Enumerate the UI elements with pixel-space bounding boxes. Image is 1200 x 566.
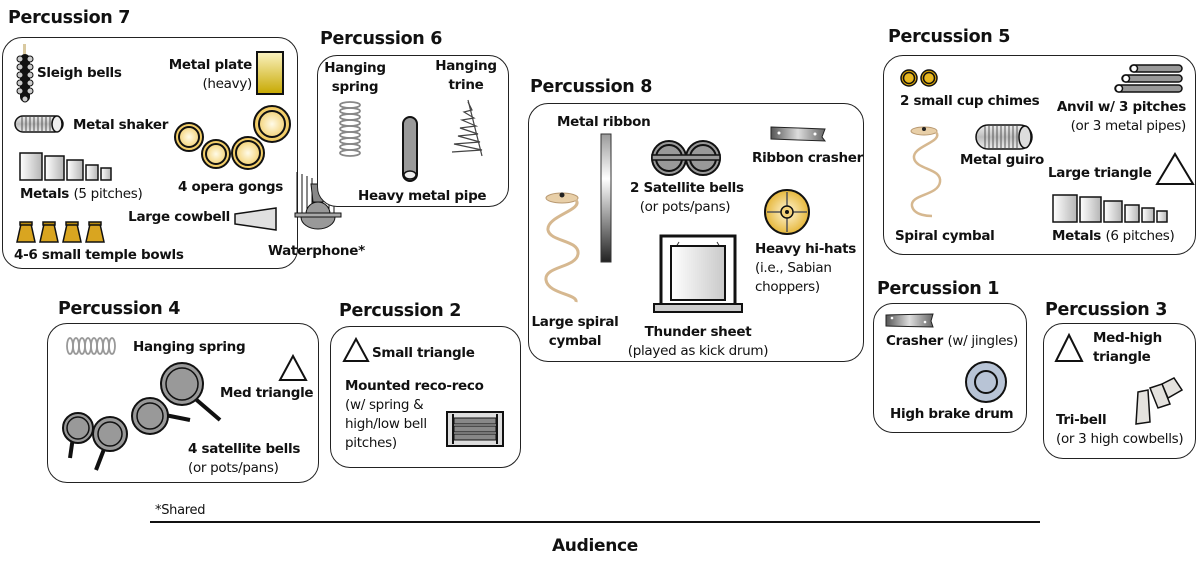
footnote-shared: *Shared: [155, 503, 206, 518]
crasher-icon: [885, 313, 934, 328]
spiral-cymbal-icon: [910, 126, 942, 218]
label-thunder-sheet: Thunder sheet: [644, 324, 752, 340]
label-large-spiral-cymbal-line1: Large spiral: [531, 314, 619, 330]
label-hanging-trine-line1: Hanging: [435, 58, 497, 74]
heavy-hihats-icon: [764, 189, 810, 235]
audience-label: Audience: [551, 536, 639, 556]
label-large-spiral-cymbal-line2: cymbal: [548, 333, 602, 349]
tri-bell-icon: [1135, 377, 1184, 425]
hanging-spring-icon: [339, 101, 361, 157]
label-large-triangle: Large triangle: [1048, 165, 1152, 181]
hanging-trine-icon: [451, 99, 483, 157]
label-metals-p7: Metals (5 pitches): [20, 186, 143, 203]
label-metal-plate: Metal plate: [168, 57, 253, 73]
station-title-percussion-5: Percussion 5: [888, 27, 1011, 47]
large-triangle-icon: [1155, 152, 1195, 185]
large-spiral-cymbal-icon: [544, 192, 580, 303]
label-heavy-metal-pipe: Heavy metal pipe: [358, 188, 487, 204]
med-triangle-icon: [278, 353, 308, 381]
label-med-high-triangle-line1: Med-high: [1093, 330, 1162, 346]
stage-edge-line: [150, 521, 1040, 523]
label-anvil: Anvil w/ 3 pitches: [1056, 99, 1186, 115]
metal-plate-icon: [256, 51, 284, 95]
metals-6-pitches-icon: [1052, 194, 1168, 223]
label-cup-chimes: 2 small cup chimes: [900, 93, 1040, 109]
label-satellite-bells-p4-note: (or pots/pans): [188, 460, 279, 476]
reco-reco-icon: [446, 411, 504, 447]
small-triangle-icon: [342, 336, 370, 362]
label-brake-drum: High brake drum: [890, 406, 1014, 422]
label-temple-bowls: 4-6 small temple bowls: [14, 247, 184, 263]
med-high-triangle-icon: [1054, 332, 1084, 362]
anvil-pipes-icon: [1114, 64, 1183, 93]
label-sleigh-bells: Sleigh bells: [37, 65, 122, 81]
label-metal-ribbon: Metal ribbon: [557, 114, 651, 130]
metals-label: Metals: [1052, 228, 1102, 244]
label-hanging-spring-p4: Hanging spring: [133, 339, 246, 355]
station-title-percussion-1: Percussion 1: [877, 279, 1000, 299]
label-tri-bell: Tri-bell: [1056, 412, 1107, 428]
label-heavy-hihats-note-1: (i.e., Sabian: [755, 260, 832, 276]
station-title-percussion-7: Percussion 7: [8, 8, 131, 28]
temple-bowls-icon: [16, 221, 105, 243]
metals-label: Metals: [20, 186, 70, 202]
label-opera-gongs: 4 opera gongs: [178, 179, 284, 195]
cup-chimes-icon: [900, 69, 938, 87]
metal-ribbon-icon: [600, 133, 612, 263]
label-metals-p5: Metals (6 pitches): [1052, 228, 1175, 245]
label-crasher: Crasher (w/ jingles): [886, 333, 1018, 350]
brake-drum-icon: [965, 361, 1007, 403]
large-cowbell-icon: [234, 207, 277, 231]
label-ribbon-crasher: Ribbon crasher: [752, 150, 863, 166]
label-hanging-trine-line2: trine: [448, 77, 484, 93]
label-reco-reco-note-3: pitches): [345, 435, 397, 451]
label-spiral-cymbal: Spiral cymbal: [895, 228, 995, 244]
station-title-percussion-8: Percussion 8: [530, 77, 653, 97]
label-heavy-hihats-note-2: choppers): [755, 279, 820, 295]
label-med-high-triangle-line2: triangle: [1093, 349, 1151, 365]
metals-5-pitches-icon: [19, 152, 112, 181]
label-tri-bell-note: (or 3 high cowbells): [1056, 431, 1184, 447]
label-reco-reco-note-2: high/low bell: [345, 416, 427, 432]
metals-note: (5 pitches): [73, 186, 143, 202]
label-waterphone: Waterphone*: [268, 243, 365, 259]
label-large-cowbell: Large cowbell: [128, 209, 230, 225]
label-heavy-hihats: Heavy hi-hats: [755, 241, 857, 257]
metal-shaker-icon: [14, 115, 64, 133]
metals-note: (6 pitches): [1105, 228, 1175, 244]
satellite-bells-pans-icon: [62, 362, 222, 471]
station-title-percussion-2: Percussion 2: [339, 301, 462, 321]
label-reco-reco: Mounted reco-reco: [345, 378, 484, 394]
label-reco-reco-note-1: (w/ spring &: [345, 397, 424, 413]
label-hanging-spring-line1: Hanging: [324, 60, 386, 76]
label-med-triangle: Med triangle: [220, 385, 314, 401]
label-satellite-bells-p4: 4 satellite bells: [188, 441, 301, 457]
station-title-percussion-4: Percussion 4: [58, 299, 181, 319]
label-metal-plate-note: (heavy): [202, 76, 252, 92]
thunder-sheet-icon: [653, 234, 743, 313]
label-thunder-sheet-note: (played as kick drum): [627, 343, 769, 359]
station-title-percussion-6: Percussion 6: [320, 29, 443, 49]
label-metal-shaker: Metal shaker: [73, 117, 169, 133]
ribbon-crasher-icon: [770, 126, 827, 142]
crasher-label: Crasher: [886, 333, 944, 349]
sleigh-bells-icon: [16, 44, 34, 103]
crasher-note: (w/ jingles): [947, 333, 1018, 349]
satellite-bells-icon: [651, 140, 721, 176]
label-small-triangle: Small triangle: [372, 345, 475, 361]
label-satellite-bells-p8-note: (or pots/pans): [639, 199, 731, 215]
label-anvil-note: (or 3 metal pipes): [1070, 118, 1187, 134]
label-metal-guiro: Metal guiro: [960, 152, 1045, 168]
station-title-percussion-3: Percussion 3: [1045, 300, 1168, 320]
opera-gongs-icon: [174, 105, 291, 170]
metal-guiro-icon: [975, 124, 1033, 150]
label-hanging-spring-line2: spring: [331, 79, 379, 95]
hanging-spring-horizontal-icon: [66, 337, 116, 355]
heavy-metal-pipe-icon: [402, 116, 418, 182]
label-satellite-bells-p8: 2 Satellite bells: [630, 180, 744, 196]
